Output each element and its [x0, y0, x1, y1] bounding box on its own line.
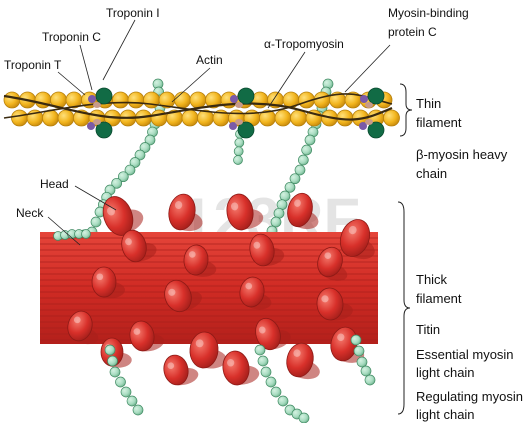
- troponin-t: [93, 119, 101, 125]
- titin-bead: [285, 182, 295, 192]
- label-head: Head: [40, 177, 69, 191]
- label-rlc-line2: light chain: [416, 407, 475, 422]
- actin-monomer: [314, 92, 330, 108]
- label-troponin-t: Troponin T: [4, 58, 62, 72]
- troponin-t: [235, 102, 243, 108]
- troponin-t: [365, 102, 373, 108]
- titin-bead: [82, 230, 91, 239]
- label-neck: Neck: [16, 206, 44, 220]
- titin-bead: [302, 145, 312, 155]
- troponin-i: [360, 95, 368, 103]
- titin-bead: [91, 217, 101, 227]
- thick-filament-bracket: [398, 202, 410, 414]
- actin-monomer: [190, 92, 206, 108]
- titin-bead: [258, 356, 268, 366]
- actin-monomer: [252, 92, 268, 108]
- troponin-c: [368, 88, 384, 104]
- titin-bead: [351, 335, 361, 345]
- titin-bead: [108, 356, 118, 366]
- actin-monomer: [275, 110, 291, 126]
- brackets: [398, 84, 412, 414]
- titin-bead: [299, 413, 309, 423]
- label-thick-line1: Thick: [416, 272, 448, 287]
- titin-bead: [234, 147, 243, 156]
- troponin-c: [238, 88, 254, 104]
- myosin-head-highlight: [96, 273, 103, 280]
- actin-monomer: [291, 110, 307, 126]
- label-thick-line2: filament: [416, 291, 462, 306]
- titin-bead: [110, 367, 120, 377]
- actin-monomer: [151, 110, 167, 126]
- label-elc-line2: light chain: [416, 365, 475, 380]
- titin-bead: [271, 387, 281, 397]
- titin-bead: [121, 387, 131, 397]
- label-actin: Actin: [196, 53, 223, 67]
- titin-bead: [266, 377, 276, 387]
- label-elc-line1: Essential myosin: [416, 347, 514, 362]
- actin-monomer: [384, 110, 400, 126]
- actin-monomer: [12, 110, 28, 126]
- titin-bead: [255, 345, 265, 355]
- label-thin-line1: Thin: [416, 96, 441, 111]
- titin-bead: [235, 138, 244, 147]
- label-bmhc-line1: β-myosin heavy: [416, 147, 508, 162]
- label-mybpc-line2: protein C: [388, 25, 437, 39]
- titin-bead: [295, 165, 305, 175]
- label-tropomyosin: α-Tropomyosin: [264, 37, 344, 51]
- label-troponin-c: Troponin C: [42, 30, 101, 44]
- troponin-i: [230, 95, 238, 103]
- label-rlc-line1: Regulating myosin: [416, 389, 523, 404]
- leader-troponin-i: [103, 20, 135, 80]
- titin-bead: [290, 174, 300, 184]
- actin-monomer: [175, 92, 191, 108]
- thin-filament: [4, 88, 400, 138]
- titin-bead: [365, 375, 375, 385]
- troponin-t: [235, 119, 243, 125]
- titin-bead: [116, 377, 126, 387]
- titin-bead: [105, 345, 115, 355]
- label-mybpc-line1: Myosin-binding: [388, 6, 469, 20]
- actin-monomer: [58, 110, 74, 126]
- leader-mybpc: [345, 45, 390, 92]
- leader-troponin-t: [58, 72, 85, 95]
- actin-monomer: [113, 92, 129, 108]
- titin-bead: [357, 357, 367, 367]
- label-bmhc-line2: chain: [416, 166, 447, 181]
- titin-bead: [127, 396, 137, 406]
- actin-monomer: [128, 92, 144, 108]
- titin-bead: [305, 135, 315, 145]
- titin-bead: [354, 346, 364, 356]
- titin-bead: [298, 155, 308, 165]
- titin-bead: [234, 156, 243, 165]
- label-thin-line2: filament: [416, 115, 462, 130]
- titin-bead: [361, 366, 371, 376]
- titin-bead: [133, 405, 143, 415]
- titin-bead: [278, 396, 288, 406]
- troponin-i: [88, 95, 96, 103]
- label-troponin-i: Troponin I: [106, 6, 160, 20]
- titin-bead: [271, 217, 281, 227]
- actin-monomer: [43, 110, 59, 126]
- actin-monomer: [182, 110, 198, 126]
- thin-filament-bracket: [400, 84, 412, 136]
- myosin-head: [92, 267, 116, 297]
- troponin-t: [365, 119, 373, 125]
- label-titin: Titin: [416, 322, 440, 337]
- troponin-c: [96, 88, 112, 104]
- troponin-t: [93, 102, 101, 108]
- actin-monomer: [4, 92, 20, 108]
- leader-troponin-c: [80, 45, 92, 90]
- titin-bead: [261, 367, 271, 377]
